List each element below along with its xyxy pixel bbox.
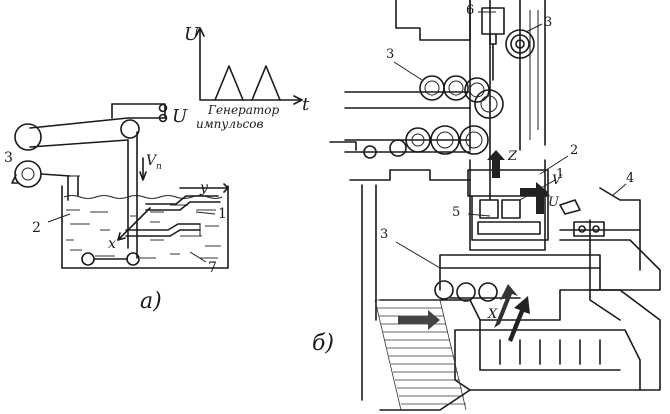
part-label-7: 7: [208, 260, 217, 276]
machine-b: 6 3 3 2 1 5 3 4 Z V U X б): [312, 0, 661, 411]
part-label-3-middle: 3: [386, 47, 394, 62]
part-label-5: 5: [452, 205, 460, 220]
motion-arrows: [398, 150, 550, 342]
feed-velocity-subscript: п: [156, 162, 162, 172]
wire-spool-lower: [14, 160, 42, 188]
motion-label-v: V: [552, 173, 563, 188]
axis-y-label: y: [199, 180, 209, 196]
arrow-bellows: [398, 310, 440, 330]
machine-base: [379, 289, 661, 411]
motor-unit: [481, 7, 505, 35]
part-label-4: 4: [626, 171, 634, 186]
feed-velocity-label: V: [146, 153, 158, 169]
leader-7: [189, 251, 207, 263]
wire-pulley-bottom-left: [81, 252, 95, 266]
arrow-u: [530, 186, 550, 214]
part-label-3-bottom: 3: [380, 227, 388, 242]
caption-b: б): [312, 331, 334, 356]
generator-t-axis-label: t: [302, 94, 310, 115]
pulse-generator-graph: U t Генератор импульсов: [184, 24, 310, 131]
caption-a: а): [140, 289, 162, 314]
motion-label-x: X: [487, 307, 498, 322]
part-label-2: 2: [32, 220, 41, 236]
arrow-x-up: [508, 296, 530, 342]
schematic-a: U V п y x 1 2 3 7 а): [4, 103, 229, 314]
part-label-2: 2: [570, 143, 578, 158]
axis-x-label: x: [108, 236, 116, 252]
motion-label-z: Z: [507, 149, 518, 164]
voltage-label: U: [172, 106, 188, 127]
part-label-3-top: 3: [544, 15, 552, 30]
workpiece: [145, 195, 221, 211]
workpiece-slot: [125, 223, 201, 237]
leader-1: [195, 211, 216, 215]
dielectric-liquid: [66, 204, 221, 259]
wire-pulley-top: [120, 119, 140, 139]
dielectric-tank: [61, 185, 229, 269]
generator-caption-line2: импульсов: [196, 117, 263, 131]
generator-u-axis-label: U: [184, 24, 200, 45]
wire-pulley-bottom-right: [126, 252, 140, 266]
wire-reel-set: [363, 75, 504, 159]
x-axis: [117, 207, 151, 241]
wire-spool-left: [14, 123, 42, 151]
pulse-waveform: [214, 65, 281, 101]
wire-reel-top: [505, 29, 535, 59]
leader-2: [47, 213, 71, 223]
generator-caption-line1: Генератор: [207, 103, 279, 117]
part-label-1: 1: [556, 167, 564, 182]
arrow-z: [487, 150, 505, 178]
motion-label-u: U: [548, 195, 560, 210]
part-label-1: 1: [218, 206, 227, 222]
part-label-3: 3: [4, 150, 13, 166]
work-table: [559, 239, 661, 291]
part-label-6: 6: [466, 3, 474, 18]
generator-axes: [199, 29, 301, 101]
